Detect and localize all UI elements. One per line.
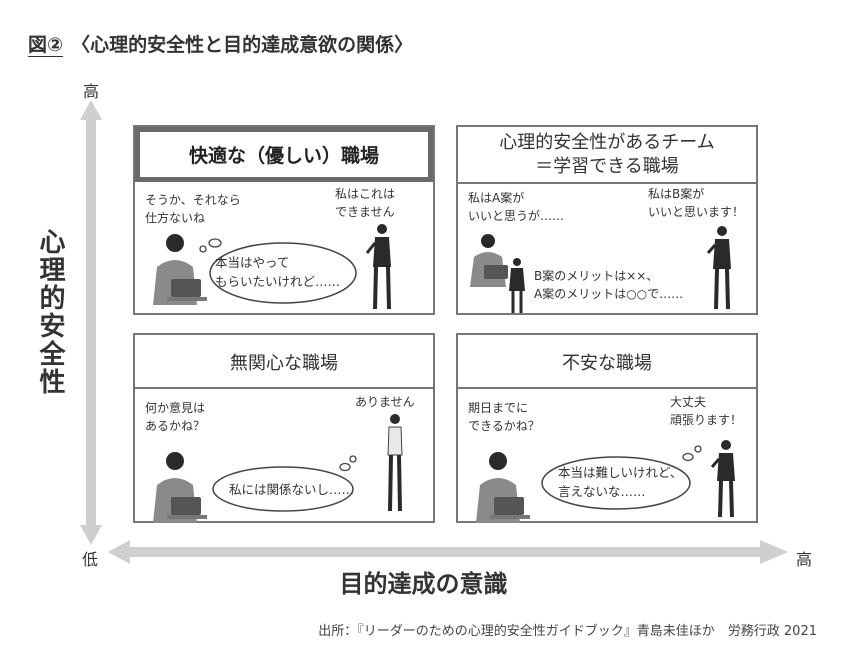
- quadrant-title: 無関心な職場: [230, 353, 338, 374]
- speech-member: 私はこれは できません: [335, 187, 396, 219]
- quadrant-comfortable: 快適な（優しい）職場 そうか、それなら 仕方ないね 私はこれは できません 本当…: [133, 125, 435, 315]
- speech-boss: 期日までに できるかね？: [468, 401, 540, 433]
- quadrant-title: 不安な職場: [562, 353, 652, 374]
- quadrant-title: 心理的安全性があるチーム ＝学習できる職場: [499, 132, 715, 177]
- quadrant-indifferent: 無関心な職場 何か意見は あるかね？ ありません 私には関係ないし……: [133, 333, 435, 523]
- seated-person-figure: [153, 452, 207, 523]
- seated-person-figure: [153, 234, 207, 305]
- title-divider: [458, 387, 756, 389]
- standing-person-figure: [365, 224, 391, 310]
- y-axis-label: 心理的安全性: [35, 228, 65, 396]
- standing-person-figure: [706, 226, 731, 310]
- speech-member: ありません: [355, 395, 415, 409]
- x-axis-arrow: [108, 540, 788, 564]
- y-axis-high-label: 高: [83, 82, 100, 101]
- figure-title-text: 〈心理的安全性と目的達成意欲の関係〉: [71, 34, 414, 56]
- quadrant-learning: 心理的安全性があるチーム ＝学習できる職場 私はA案が いいと思うが…… 私はB…: [456, 125, 758, 315]
- quadrant-anxious: 不安な職場 期日までに できるかね？ 大丈夫 頑張ります！ 本当は難しいけれど、…: [456, 333, 758, 523]
- speech-boss: そうか、それなら 仕方ないね: [145, 193, 241, 225]
- figure-title: 図② 〈心理的安全性と目的達成意欲の関係〉: [28, 30, 413, 57]
- thought-bubble: [541, 445, 702, 510]
- title-divider: [135, 387, 433, 389]
- speech-middle: B案のメリットは××、 A案のメリットは○○で……: [534, 269, 684, 301]
- thought-text: 本当は難しいけれど、 言えないな……: [558, 465, 683, 499]
- seated-person-figure: [476, 452, 530, 523]
- thought-bubble: [212, 455, 357, 512]
- title-divider: [458, 182, 756, 184]
- thought-bubble: [199, 238, 357, 304]
- x-axis-label: 目的達成の意識: [339, 570, 508, 598]
- figure-number: 図②: [28, 34, 64, 56]
- standing-woman-figure: [387, 414, 403, 512]
- seated-person-figure: [470, 234, 508, 287]
- speech-boss: 私はA案が いいと思うが……: [468, 191, 565, 223]
- y-axis-low-label: 低: [82, 550, 99, 569]
- standing-woman-figure: [509, 258, 525, 313]
- speech-boss: 何か意見は あるかね？: [145, 401, 206, 433]
- speech-member: 大丈夫 頑張ります！: [670, 395, 743, 427]
- x-axis-high-label: 高: [796, 550, 813, 569]
- source-citation: 出所：『リーダーのための心理的安全性ガイドブック』青島未佳ほか 労務行政 202…: [318, 624, 817, 639]
- thought-text: 私には関係ないし……: [229, 482, 355, 497]
- y-axis-arrow: [80, 100, 102, 545]
- speech-member: 私はB案が いいと思います！: [648, 187, 745, 219]
- standing-person-figure: [710, 440, 735, 518]
- quadrant-title: 快適な（優しい）職場: [135, 127, 433, 182]
- thought-text: 本当はやって もらいたいけれど……: [215, 255, 341, 289]
